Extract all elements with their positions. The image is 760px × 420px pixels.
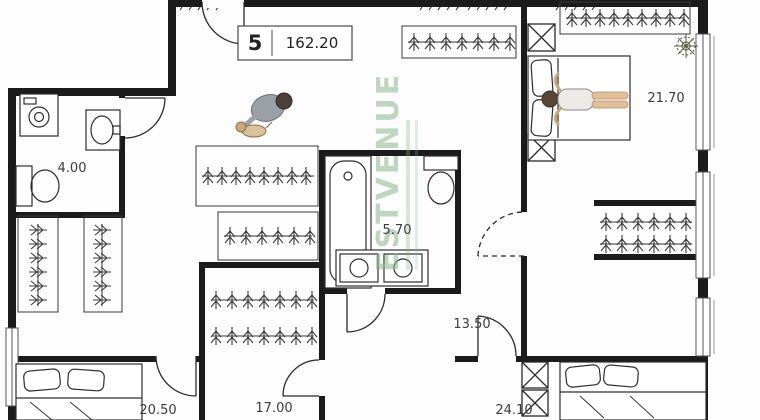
watermark-subline: [406, 120, 410, 270]
area-label-bedroom-top-right: 21.70: [647, 91, 684, 106]
window-right-top: [695, 33, 715, 151]
watermark-text: ESTVENUE: [371, 72, 406, 272]
sink-small-bath: [85, 109, 121, 151]
rooms-count-label: 5: [248, 31, 263, 55]
closet-left-strip-b: [83, 215, 123, 313]
dog-figure: [235, 121, 273, 138]
person-standing-figure: [239, 92, 293, 133]
vent-shaft-icon: [527, 23, 556, 52]
watermark-subline: [415, 120, 418, 270]
area-label-bathroom-main: 5.70: [383, 223, 412, 238]
closets: [17, 1, 692, 346]
watermark: ESTVENUE: [371, 72, 418, 272]
window-left: [5, 327, 19, 407]
double-sink-vanity: [335, 249, 429, 287]
chandelier-icon: [674, 34, 698, 58]
room-area-labels: 4.00 21.70 5.70 13.50 17.00 20.50 24.10: [58, 91, 685, 418]
washing-machine: [19, 93, 59, 137]
closet-right-middle: [600, 212, 692, 254]
closet-entry: [401, 25, 517, 59]
area-label-bedroom-bottom-left: 20.50: [139, 403, 176, 418]
area-label-bedroom-bottom-right: 24.10: [495, 403, 532, 418]
person-lying-figure: [541, 72, 629, 126]
figures: [235, 72, 629, 138]
plan-title-box: 5 162.20: [237, 25, 353, 61]
closet-hall-top: [195, 145, 319, 207]
vent-shaft-icon: [521, 361, 549, 389]
closet-bedroom-top-right: [559, 1, 691, 35]
bathroom-main-door: [346, 293, 386, 333]
bed-bottom-right: [559, 361, 707, 420]
interior-walls: [8, 0, 708, 420]
area-label-hallway: 13.50: [453, 317, 490, 332]
window-right-middle: [695, 171, 715, 279]
toilet-small-bath: [15, 165, 60, 207]
area-label-bathroom-small: 4.00: [58, 161, 87, 176]
window-right-bottom: [695, 297, 715, 357]
bedroom-bottom-right-door: [477, 315, 517, 357]
wardrobe-room-door: [282, 359, 320, 397]
vent-shaft-icon: [521, 389, 549, 417]
bed-bottom-left: [15, 363, 143, 420]
bedroom-top-right-door: [477, 211, 525, 257]
beds: [15, 55, 707, 420]
doors: [124, 0, 525, 397]
windows: [5, 33, 715, 407]
closet-left-strip-a: [17, 215, 59, 313]
total-area-label: 162.20: [286, 34, 339, 52]
toilet-main-bath: [423, 155, 459, 205]
bedroom-bottom-left-door: [155, 355, 197, 397]
bathroom-small-door: [124, 97, 166, 139]
closet-hall-middle: [217, 211, 319, 261]
closet-wardrobe-room: [210, 290, 318, 346]
area-label-wardrobe-room: 17.00: [255, 401, 292, 416]
bathroom-fixtures: [15, 93, 459, 289]
